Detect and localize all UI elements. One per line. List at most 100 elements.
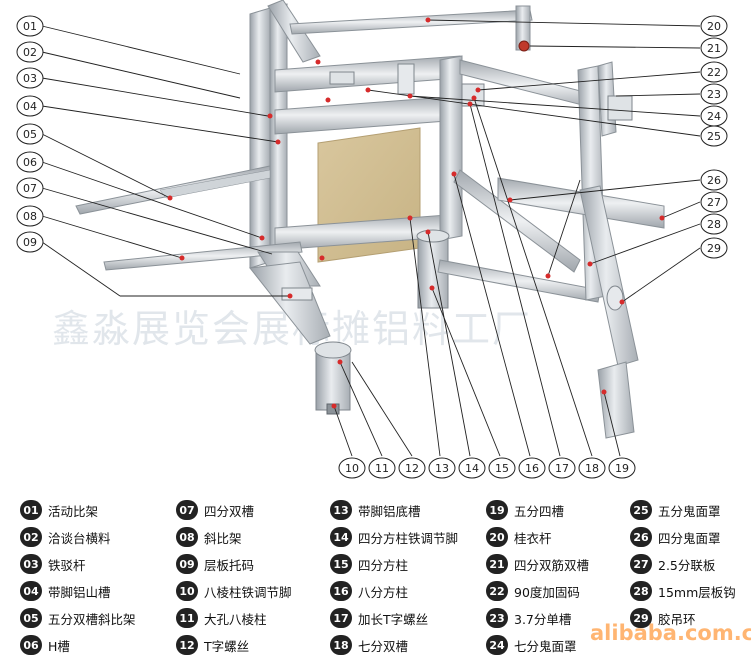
legend-number-badge: 13 (330, 500, 352, 520)
callout-number: 23 (707, 88, 721, 101)
legend-label: 大孔八棱柱 (204, 611, 267, 627)
callout-number: 26 (707, 174, 721, 187)
legend-label: T字螺丝 (204, 638, 250, 654)
right-diagonal-support (579, 185, 639, 367)
legend-item-08: 08 斜比架 (176, 527, 242, 547)
callout-number: 04 (23, 100, 37, 113)
callout-number: 12 (405, 462, 419, 475)
callout-number: 25 (707, 130, 721, 143)
legend-number-badge: 12 (176, 635, 198, 655)
legend-number-badge: 08 (176, 527, 198, 547)
legend-number-badge: 09 (176, 554, 198, 574)
callout-02: 02 (16, 41, 44, 63)
legend-label: 90度加固码 (514, 584, 580, 600)
octagonal-post-top (314, 341, 352, 359)
callout-markers (167, 17, 665, 409)
legend-number-badge: 23 (486, 608, 508, 628)
callout-number: 28 (707, 218, 721, 231)
callout-number: 08 (23, 210, 37, 223)
single-channel (607, 95, 633, 121)
legend-number-badge: 17 (330, 608, 352, 628)
legend-label: 3.7分单槽 (514, 611, 572, 627)
legend-label: 四分方柱铁调节脚 (358, 530, 459, 546)
callout-number: 17 (555, 462, 569, 475)
callout-number: 05 (23, 128, 37, 141)
callout-11: 11 (368, 457, 396, 479)
legend-label: 四分鬼面罩 (658, 530, 721, 546)
callout-22: 22 (700, 61, 728, 83)
legend-number-badge: 02 (20, 527, 42, 547)
callout-number: 27 (707, 196, 721, 209)
callout-17: 17 (548, 457, 576, 479)
clip-right (397, 63, 415, 95)
diagonal-strut (249, 261, 331, 345)
legend-number-badge: 06 (20, 635, 42, 655)
callout-number: 20 (707, 20, 721, 33)
legend-label: 桂衣杆 (514, 530, 552, 546)
callout-number: 22 (707, 66, 721, 79)
legend-label: 带脚铝底槽 (358, 503, 421, 519)
legend-number-badge: 14 (330, 527, 352, 547)
legend-number-badge: 15 (330, 554, 352, 574)
callout-29: 29 (700, 237, 728, 259)
legend-label: 四分双筋双槽 (514, 557, 590, 573)
legend-item-22: 22 90度加固码 (486, 581, 580, 601)
callout-number: 29 (707, 242, 721, 255)
right-shelf-arm (497, 177, 665, 229)
callout-number: 07 (23, 182, 37, 195)
legend-label: 2.5分联板 (658, 557, 716, 573)
callout-number: 24 (707, 110, 721, 123)
legend-label: 五分鬼面罩 (658, 503, 721, 519)
legend-number-badge: 24 (486, 635, 508, 655)
callout-09: 09 (16, 231, 44, 253)
legend-number-badge: 10 (176, 581, 198, 601)
four-groove-column (597, 361, 635, 439)
legend-number-badge: 21 (486, 554, 508, 574)
legend-item-25: 25 五分鬼面罩 (630, 500, 721, 520)
callout-10: 10 (338, 457, 366, 479)
legend-label: 五分双槽斜比架 (48, 611, 136, 627)
legend-number-badge: 04 (20, 581, 42, 601)
legend-number-badge: 25 (630, 500, 652, 520)
callout-27: 27 (700, 191, 728, 213)
legend-item-14: 14 四分方柱铁调节脚 (330, 527, 458, 547)
legend-number-badge: 22 (486, 581, 508, 601)
callout-number: 14 (465, 462, 479, 475)
callout-number: 15 (495, 462, 509, 475)
legend-number-badge: 01 (20, 500, 42, 520)
legend-label: 加长T字螺丝 (358, 611, 429, 627)
legend-item-23: 23 3.7分单槽 (486, 608, 571, 628)
callout-number: 02 (23, 46, 37, 59)
callout-number: 01 (23, 20, 37, 33)
hanging-ring (518, 40, 530, 52)
legend-number-badge: 16 (330, 581, 352, 601)
legend-number-badge: 26 (630, 527, 652, 547)
legend-number-badge: 20 (486, 527, 508, 547)
legend-label: 胶吊环 (658, 611, 696, 627)
callout-number: 19 (615, 462, 629, 475)
callout-21: 21 (700, 37, 728, 59)
callout-number: 13 (435, 462, 449, 475)
callout-25: 25 (700, 125, 728, 147)
legend-number-badge: 07 (176, 500, 198, 520)
clip-left (329, 71, 355, 85)
callout-14: 14 (458, 457, 486, 479)
legend-item-26: 26 四分鬼面罩 (630, 527, 721, 547)
rubber-hook-ring (606, 285, 624, 311)
legend-label: 四分双槽 (204, 503, 255, 519)
legend-label: 15mm层板钩 (658, 584, 736, 600)
callout-number: 09 (23, 236, 37, 249)
legend-label: 斜比架 (204, 530, 242, 546)
callout-number: 16 (525, 462, 539, 475)
legend-number-badge: 03 (20, 554, 42, 574)
